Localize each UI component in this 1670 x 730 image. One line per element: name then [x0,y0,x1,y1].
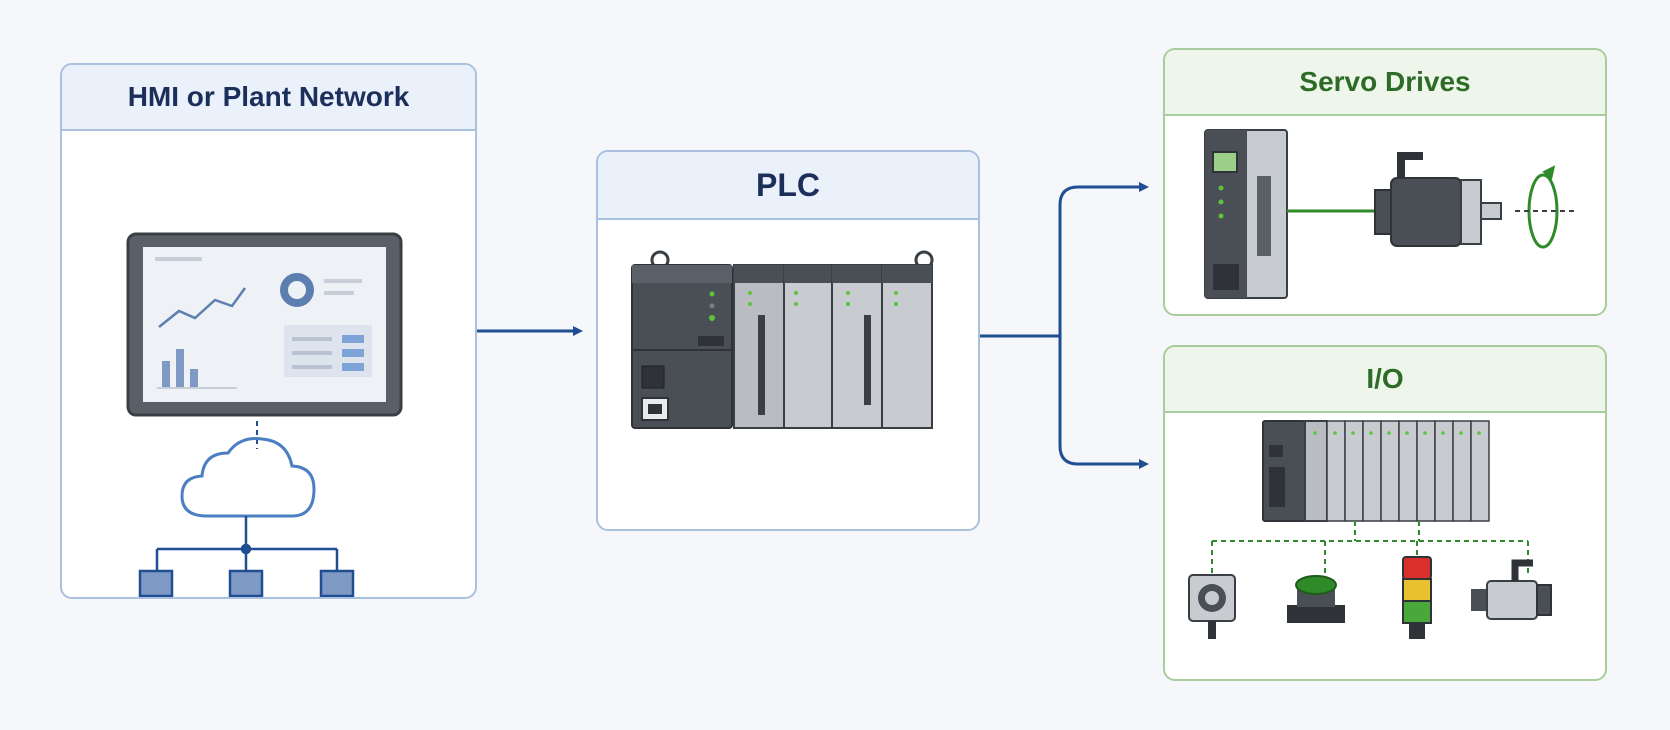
servo-motor-icon [1374,152,1502,247]
servo-illustration [1204,129,1575,299]
stack-light-icon [1402,556,1432,639]
cloud-icon [180,437,316,518]
io-rack-icon [1262,420,1490,522]
plc-panel-title: PLC [598,152,978,220]
io-panel: I/O [1163,345,1607,681]
hmi-illustration [126,232,403,597]
hmi-panel-title: HMI or Plant Network [62,65,475,131]
sensor-cylinder-icon [1471,559,1552,620]
io-illustration [1188,420,1552,639]
servo-drives-panel: Servo Drives [1163,48,1607,316]
servo-drives-panel-title: Servo Drives [1165,50,1605,116]
push-button-icon [1287,575,1345,623]
io-panel-title: I/O [1165,347,1605,413]
rotation-icon [1515,165,1575,249]
network-tree-icon [138,516,355,597]
touchscreen-hmi-icon [126,232,403,417]
io-wiring [1211,521,1529,575]
plc-rack-icon [631,250,934,429]
servo-drive-icon [1204,129,1288,299]
hmi-panel: HMI or Plant Network [60,63,477,599]
arrow-plc-to-drives [980,182,1149,469]
plc-io-modules [733,264,933,429]
proximity-sensor-icon [1188,574,1236,639]
plc-panel: PLC [596,150,980,531]
